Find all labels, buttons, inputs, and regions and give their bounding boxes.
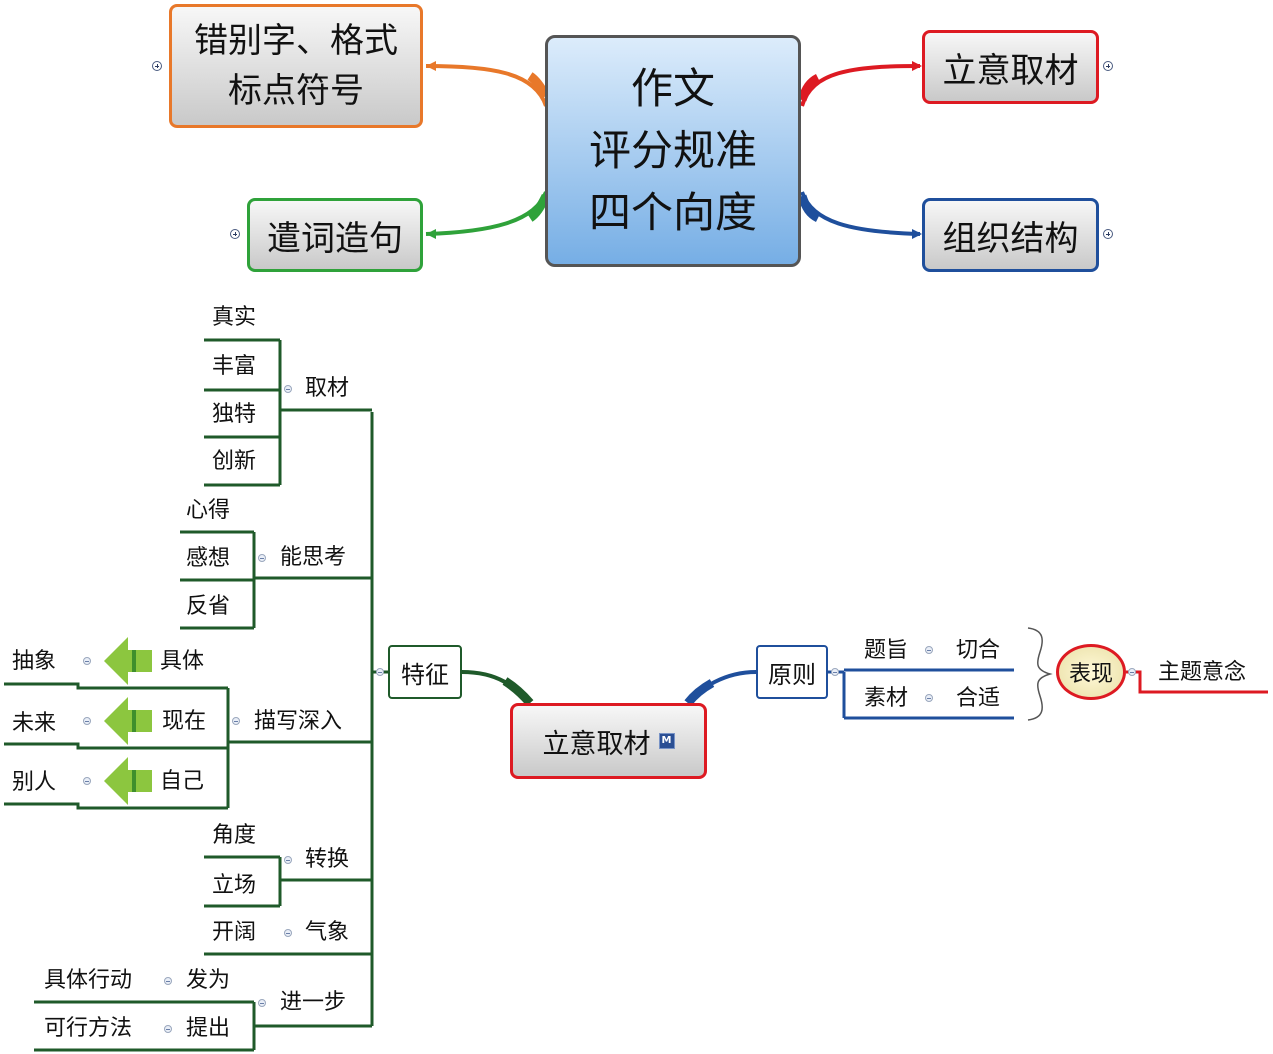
group-switch[interactable]: 转换 [305,847,350,872]
stuff-item[interactable]: 素材 [864,686,909,711]
further-mid-item[interactable]: 发为 [186,968,231,993]
depth-item[interactable]: 现在 [162,709,207,734]
material-item[interactable]: 创新 [212,449,257,474]
typos-line-1: 错别字、格式 [194,21,398,61]
further-mid-collapse-icon[interactable] [164,977,172,985]
structure-expand-icon[interactable] [1103,229,1113,239]
thinking-item[interactable]: 反省 [186,594,231,619]
group-material-collapse-icon[interactable] [284,385,292,393]
theme-item[interactable]: 题旨 [864,638,909,663]
show-collapse-icon[interactable] [1128,668,1136,676]
material-item[interactable]: 独特 [212,402,257,427]
material-node[interactable]: 立意取材 [922,30,1099,104]
fit-item[interactable]: 切合 [956,638,1001,663]
center-line-3: 四个向度 [588,188,757,237]
material-label: 立意取材 [942,50,1079,91]
thinking-item[interactable]: 心得 [186,498,231,523]
center-line-2: 评分规准 [588,126,757,175]
map-marker-icon: M [658,733,675,749]
group-depth-collapse-icon[interactable] [232,717,240,725]
structure-label: 组织结构 [942,218,1079,259]
depth-item[interactable]: 自己 [160,769,205,794]
group-vision-collapse-icon[interactable] [284,929,292,937]
principle-node[interactable]: 原则 [756,645,828,699]
group-thinking-collapse-icon[interactable] [258,554,266,562]
features-collapse-icon[interactable] [376,668,384,676]
principle-label: 原则 [768,660,816,689]
root-node[interactable]: 立意取材 M [510,703,707,779]
further-leaf-item[interactable]: 可行方法 [44,1016,133,1041]
further-leaf-item[interactable]: 具体行动 [44,968,133,993]
depth-contrast-collapse-icon[interactable] [83,717,91,725]
wording-node[interactable]: 遣词造句 [247,198,423,272]
depth-item[interactable]: 具体 [160,649,205,674]
switch-item[interactable]: 立场 [212,873,257,898]
suitable-item[interactable]: 合适 [956,686,1001,711]
material-expand-icon[interactable] [1103,61,1113,71]
features-label: 特征 [401,660,449,689]
depth-contrast-item[interactable]: 抽象 [12,649,57,674]
depth-contrast-collapse-icon[interactable] [83,777,91,785]
center-line-1: 作文 [630,64,715,113]
material-item[interactable]: 丰富 [212,354,257,379]
wording-expand-icon[interactable] [230,229,240,239]
group-further-collapse-icon[interactable] [258,999,266,1007]
theme-collapse-icon[interactable] [925,646,933,654]
further-mid-item[interactable]: 提出 [186,1016,231,1041]
typos-line-2: 标点符号 [228,71,364,111]
center-node[interactable]: 作文 评分规准 四个向度 [545,35,801,267]
features-node[interactable]: 特征 [388,645,462,699]
group-switch-collapse-icon[interactable] [284,856,292,864]
stuff-collapse-icon[interactable] [925,694,933,702]
principle-collapse-icon[interactable] [831,668,839,676]
group-thinking[interactable]: 能思考 [280,545,347,570]
material-item[interactable]: 真实 [212,305,257,330]
further-mid-collapse-icon[interactable] [164,1025,172,1033]
wording-label: 遣词造句 [267,218,403,259]
depth-contrast-item[interactable]: 未来 [12,711,57,736]
group-material[interactable]: 取材 [305,376,350,401]
group-further[interactable]: 进一步 [280,990,347,1015]
typos-node[interactable]: 错别字、格式 标点符号 [169,4,423,128]
switch-item[interactable]: 角度 [212,823,257,848]
show-node[interactable]: 表现 [1056,644,1126,700]
main-idea-item[interactable]: 主题意念 [1158,660,1247,685]
depth-contrast-collapse-icon[interactable] [83,657,91,665]
depth-contrast-item[interactable]: 别人 [12,770,57,795]
structure-node[interactable]: 组织结构 [922,198,1099,272]
group-depth[interactable]: 描写深入 [254,709,343,734]
thinking-item[interactable]: 感想 [186,546,231,571]
root-label: 立意取材 [542,728,651,760]
vision-item[interactable]: 开阔 [212,920,257,945]
typos-expand-icon[interactable] [152,61,162,71]
show-label: 表现 [1068,662,1113,687]
group-vision[interactable]: 气象 [305,920,350,945]
